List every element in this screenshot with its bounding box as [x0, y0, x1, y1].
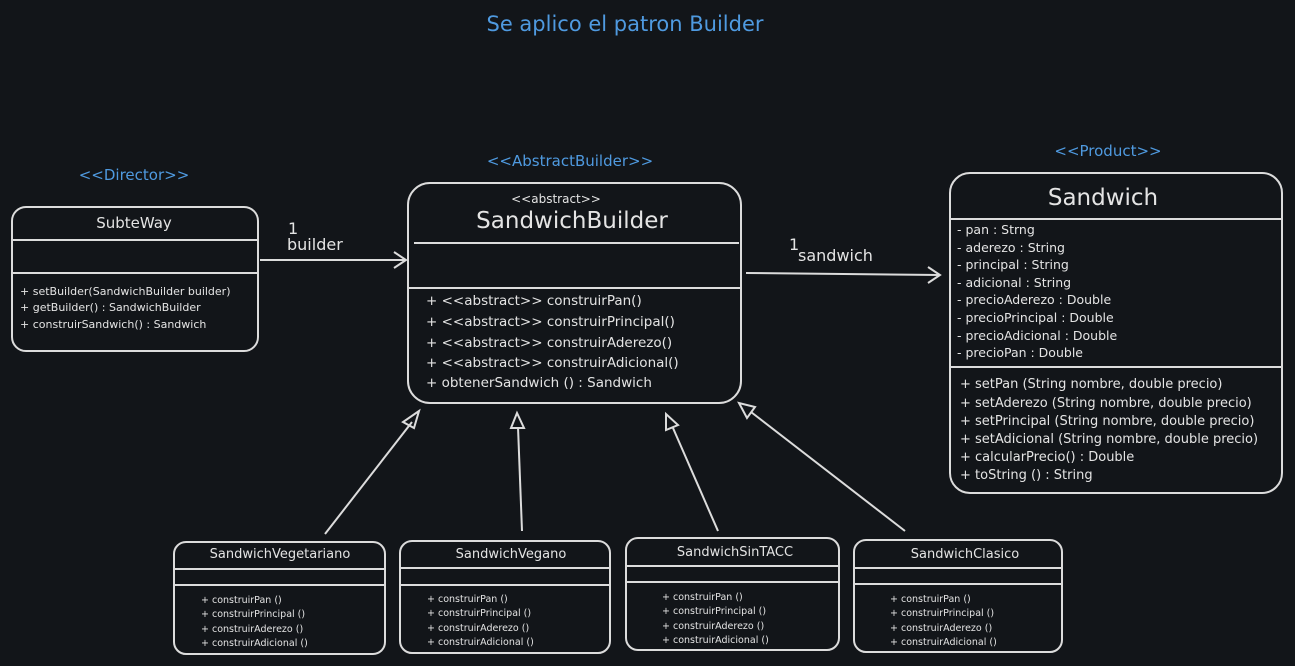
method: + setBuilder(SandwichBuilder builder): [20, 285, 231, 298]
class-subteway[interactable]: SubteWay + setBuilder(SandwichBuilder bu…: [11, 206, 259, 352]
inheritance-arrow-head: [737, 401, 757, 420]
method: + construirAderezo (): [662, 621, 764, 632]
method: + toString () : String: [960, 468, 1093, 483]
abstract-builder-stereotype: <<AbstractBuilder>>: [487, 152, 653, 170]
attribute: - precioPan : Double: [957, 345, 1083, 360]
method: + construirPrincipal (): [427, 608, 531, 619]
attribute: - adicional : String: [957, 275, 1071, 290]
association-builder-sandwich: 1 sandwich: [745, 235, 942, 284]
class-name: SandwichBuilder: [476, 208, 668, 234]
attribute: - pan : Strng: [957, 222, 1035, 237]
method: + <<abstract>> construirPan(): [426, 293, 642, 309]
method: + <<abstract>> construirPrincipal(): [426, 314, 675, 330]
method: + getBuilder() : SandwichBuilder: [20, 301, 201, 314]
method: + setAderezo (String nombre, double prec…: [960, 396, 1252, 411]
class-box: [949, 172, 1283, 494]
method: + construirAdicional (): [201, 638, 308, 649]
method: + construirPan (): [201, 595, 282, 606]
class-box: [625, 537, 840, 651]
association-multiplicity: 1: [288, 219, 298, 238]
class-name: SandwichVegano: [456, 547, 567, 562]
inheritance-arrow-head: [401, 408, 421, 430]
class-box: [407, 182, 742, 404]
method: + construirAdicional (): [427, 637, 534, 648]
association-role: builder: [287, 235, 343, 254]
attribute: - precioAdicional : Double: [957, 328, 1118, 343]
association-role: sandwich: [798, 246, 873, 265]
association-director-builder: 1 builder: [260, 219, 408, 269]
product-stereotype: <<Product>>: [1054, 142, 1161, 160]
class-sandwich-vegetariano[interactable]: SandwichVegetariano + construirPan () + …: [173, 541, 386, 655]
method: + construirSandwich() : Sandwich: [20, 318, 206, 331]
inheritance-arrow-head: [509, 410, 526, 429]
inheritance-vegetariano: [324, 408, 421, 535]
attribute: - principal : String: [957, 257, 1069, 272]
class-box: [173, 541, 386, 655]
method: + construirPrincipal (): [662, 606, 766, 617]
class-sandwich-builder[interactable]: <<abstract>> SandwichBuilder + <<abstrac…: [407, 182, 742, 404]
method: + <<abstract>> construirAderezo(): [426, 335, 672, 351]
class-name: SandwichClasico: [911, 547, 1020, 562]
method: + construirAderezo (): [890, 623, 992, 634]
arrow-head: [927, 266, 942, 284]
method: + <<abstract>> construirAdicional(): [426, 355, 679, 371]
class-name: SubteWay: [96, 214, 172, 232]
association-multiplicity: 1: [789, 235, 799, 254]
class-name: Sandwich: [1048, 185, 1158, 211]
attribute: - precioPrincipal : Double: [957, 310, 1114, 325]
method: + construirAderezo (): [201, 624, 303, 635]
inheritance-clasico: [737, 401, 906, 532]
method: + construirPrincipal (): [890, 608, 994, 619]
inheritance-line: [750, 411, 906, 532]
method: + construirAdicional (): [890, 637, 997, 648]
arrow-head: [393, 251, 408, 269]
method: + construirAderezo (): [427, 623, 529, 634]
abstract-tag: <<abstract>>: [511, 192, 601, 206]
inheritance-line: [672, 427, 719, 532]
method: + setPan (String nombre, double precio): [960, 377, 1222, 392]
method: + setAdicional (String nombre, double pr…: [960, 432, 1258, 447]
method: + construirAdicional (): [662, 635, 769, 646]
method: + obtenerSandwich () : Sandwich: [426, 375, 652, 391]
association-line: [745, 272, 941, 276]
attribute: - aderezo : String: [957, 240, 1065, 255]
class-box: [399, 540, 611, 654]
method: + construirPan (): [662, 592, 743, 603]
class-box: [853, 539, 1063, 653]
attribute: - precioAderezo : Double: [957, 292, 1111, 307]
inheritance-arrow-head: [665, 411, 680, 432]
method: + construirPan (): [890, 594, 971, 605]
director-stereotype: <<Director>>: [79, 166, 190, 184]
method: + setPrincipal (String nombre, double pr…: [960, 414, 1254, 429]
class-sandwich-sintacc[interactable]: SandwichSinTACC + construirPan () + cons…: [625, 537, 840, 651]
diagram-title: Se aplico el patron Builder: [487, 12, 764, 36]
inheritance-sintacc: [665, 411, 719, 532]
method: + construirPan (): [427, 594, 508, 605]
class-sandwich-vegano[interactable]: SandwichVegano + construirPan () + const…: [399, 540, 611, 654]
class-sandwich-clasico[interactable]: SandwichClasico + construirPan () + cons…: [853, 539, 1063, 653]
class-name: SandwichVegetariano: [210, 547, 351, 562]
method: + construirPrincipal (): [201, 609, 305, 620]
method: + calcularPrecio() : Double: [960, 450, 1134, 465]
class-name: SandwichSinTACC: [677, 545, 793, 560]
class-sandwich[interactable]: Sandwich - pan : Strng - aderezo : Strin…: [949, 172, 1283, 494]
inheritance-line: [517, 426, 523, 532]
inheritance-line: [324, 421, 413, 535]
class-box: [11, 206, 259, 352]
inheritance-vegano: [509, 410, 526, 532]
